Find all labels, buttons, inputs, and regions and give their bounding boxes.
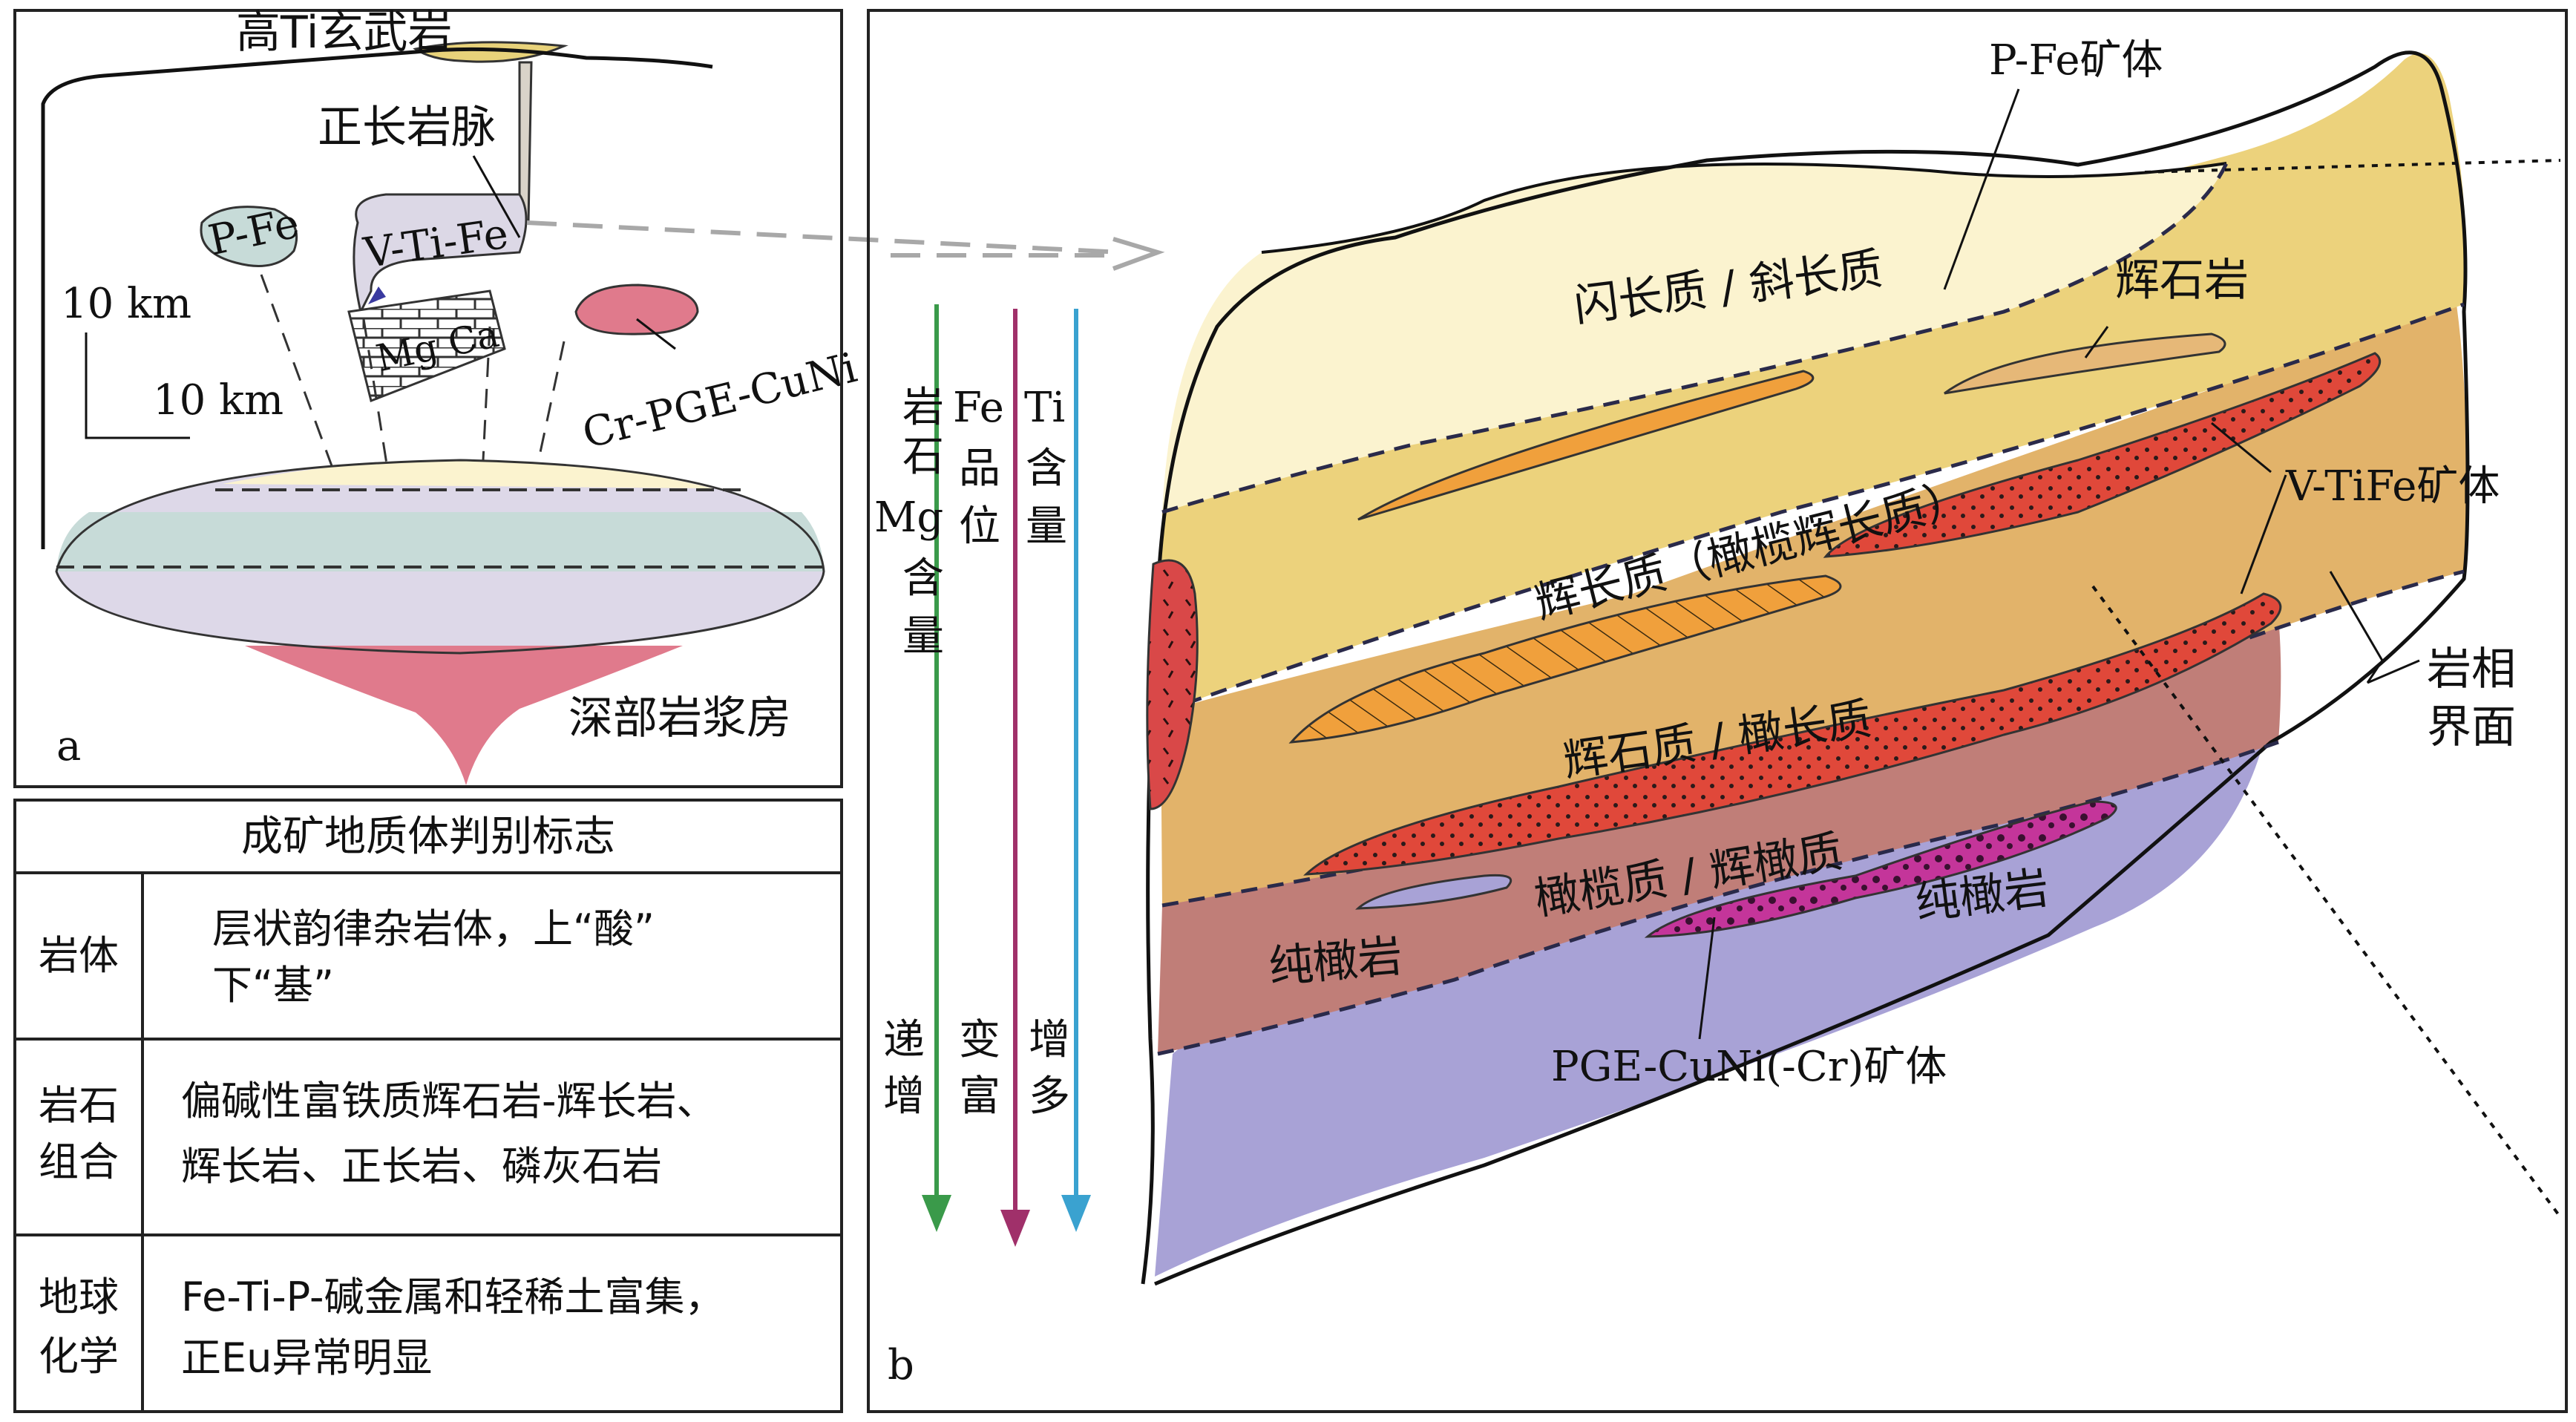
- arrow-2-bottom-1: 变: [959, 1016, 1000, 1064]
- pge-ore: [1644, 800, 2117, 938]
- arrow-1-top-5: 量: [902, 612, 944, 661]
- arrow-1-top-1: 岩: [902, 384, 944, 432]
- arrow-2-top-1: Fe: [953, 384, 1004, 432]
- table-row-3-line-1: Fe-Ti-P-碱金属和轻稀土富集，: [181, 1274, 725, 1320]
- table-row-1-line-1: 层状韵律杂岩体，上“酸”: [212, 905, 655, 952]
- pyroxenite-lens-top: [1944, 332, 2226, 395]
- arrow-2-top-3: 位: [959, 502, 1000, 551]
- crpge-body: [574, 284, 699, 335]
- table-row-3-line-2: 正Eu异常明显: [181, 1334, 432, 1381]
- arrow-3-top-2: 含: [1026, 445, 1067, 493]
- marginal-dyke: [1146, 559, 1199, 810]
- criteria-table: [13, 799, 843, 1413]
- chamber-label: 深部岩浆房: [568, 692, 791, 744]
- table-row-3-key-1: 地球: [39, 1274, 119, 1320]
- layered-intrusion: [1141, 50, 2470, 1286]
- basalt-label: 高Ti玄武岩: [236, 7, 452, 59]
- feeder-lines: [260, 274, 566, 624]
- magma-chamber: [55, 459, 825, 785]
- table-row-2-line-2: 辉长岩、正长岩、磷灰石岩: [181, 1143, 662, 1190]
- arrow-2-bottom-2: 富: [959, 1072, 1000, 1121]
- arrow-3-bottom-2: 多: [1029, 1072, 1070, 1121]
- arrow-2-top-2: 品: [959, 445, 1000, 493]
- leader-lines: [1698, 88, 2420, 1040]
- arrow-1-top-2: 石: [902, 433, 944, 481]
- projection-lines: [2091, 159, 2562, 1219]
- table-row-1-line-2: 下“基”: [212, 962, 334, 1009]
- crpge-label: Cr-PGE-CuNi: [578, 344, 862, 458]
- hatched-lens: [1288, 574, 1842, 744]
- facies-boundary-label-1: 岩相: [2427, 643, 2516, 695]
- orange-lens-upper: [1357, 370, 1815, 521]
- pfe-ore-label: P-Fe矿体: [1989, 36, 2163, 85]
- table-row-2-line-1: 偏碱性富铁质辉石岩-辉长岩、: [181, 1078, 716, 1124]
- link-arrow: [526, 220, 1165, 271]
- scale-vertical-label: 10 km: [61, 280, 191, 328]
- pfe-body: [200, 206, 298, 267]
- facies-boundary-label-2: 界面: [2427, 701, 2516, 753]
- table-title: 成矿地质体判别标志: [241, 813, 615, 861]
- crust-outline: [41, 47, 713, 549]
- arrow-3-top-3: 量: [1026, 502, 1067, 551]
- panel-b-frame: [867, 9, 2568, 1413]
- mgca-block: [347, 289, 506, 403]
- arrow-3-top-1: Ti: [1024, 384, 1065, 432]
- vtife-body: [353, 193, 528, 315]
- layer-diorite: [1162, 163, 2226, 512]
- vtife-ore-upper: [1823, 352, 2382, 558]
- dunite-lens: [1355, 874, 1513, 910]
- layer-dunite-base: [1155, 742, 2264, 1277]
- pge-ore-label: PGE-CuNi(-Cr)矿体: [1551, 1043, 1947, 1091]
- arrow-3-bottom-1: 增: [1029, 1016, 1070, 1064]
- table-row-2-key-1: 岩石: [39, 1082, 119, 1129]
- table-row-1-key: 岩体: [39, 932, 119, 979]
- vtife-arrow: [368, 286, 386, 304]
- arrow-1-bottom-1: 递: [883, 1016, 925, 1064]
- dunite-left-label: 纯橄岩: [1267, 930, 1404, 993]
- panel-b-letter: b: [888, 1341, 914, 1389]
- arrow-1-bottom-2: 增: [883, 1072, 925, 1121]
- panel-a-letter: a: [56, 722, 81, 770]
- vtife-ore-lower: [1303, 592, 2282, 876]
- arrow-1-top-4: 含: [902, 554, 944, 603]
- arrow-labels: 岩 石 Mg 含 量 递 增 Fe 品 位 变 富 Ti 含 量 增 多: [874, 384, 1070, 1121]
- trend-arrows: [922, 304, 1091, 1247]
- scale-horizontal-label: 10 km: [153, 376, 284, 425]
- arrow-1-top-3: Mg: [874, 494, 943, 542]
- pyroxenite-top-label: 辉石岩: [2115, 255, 2249, 307]
- scale-bar: [85, 332, 190, 439]
- vtife-ore-label: V-TiFe矿体: [2285, 462, 2500, 511]
- dike-label: 正长岩脉: [318, 102, 496, 154]
- panel-a-frame: [13, 9, 843, 788]
- crpge-leader: [636, 318, 676, 350]
- dike-leader: [472, 155, 521, 238]
- table-row-2-key-2: 组合: [39, 1138, 119, 1185]
- table-row-3-key-2: 化学: [39, 1333, 119, 1380]
